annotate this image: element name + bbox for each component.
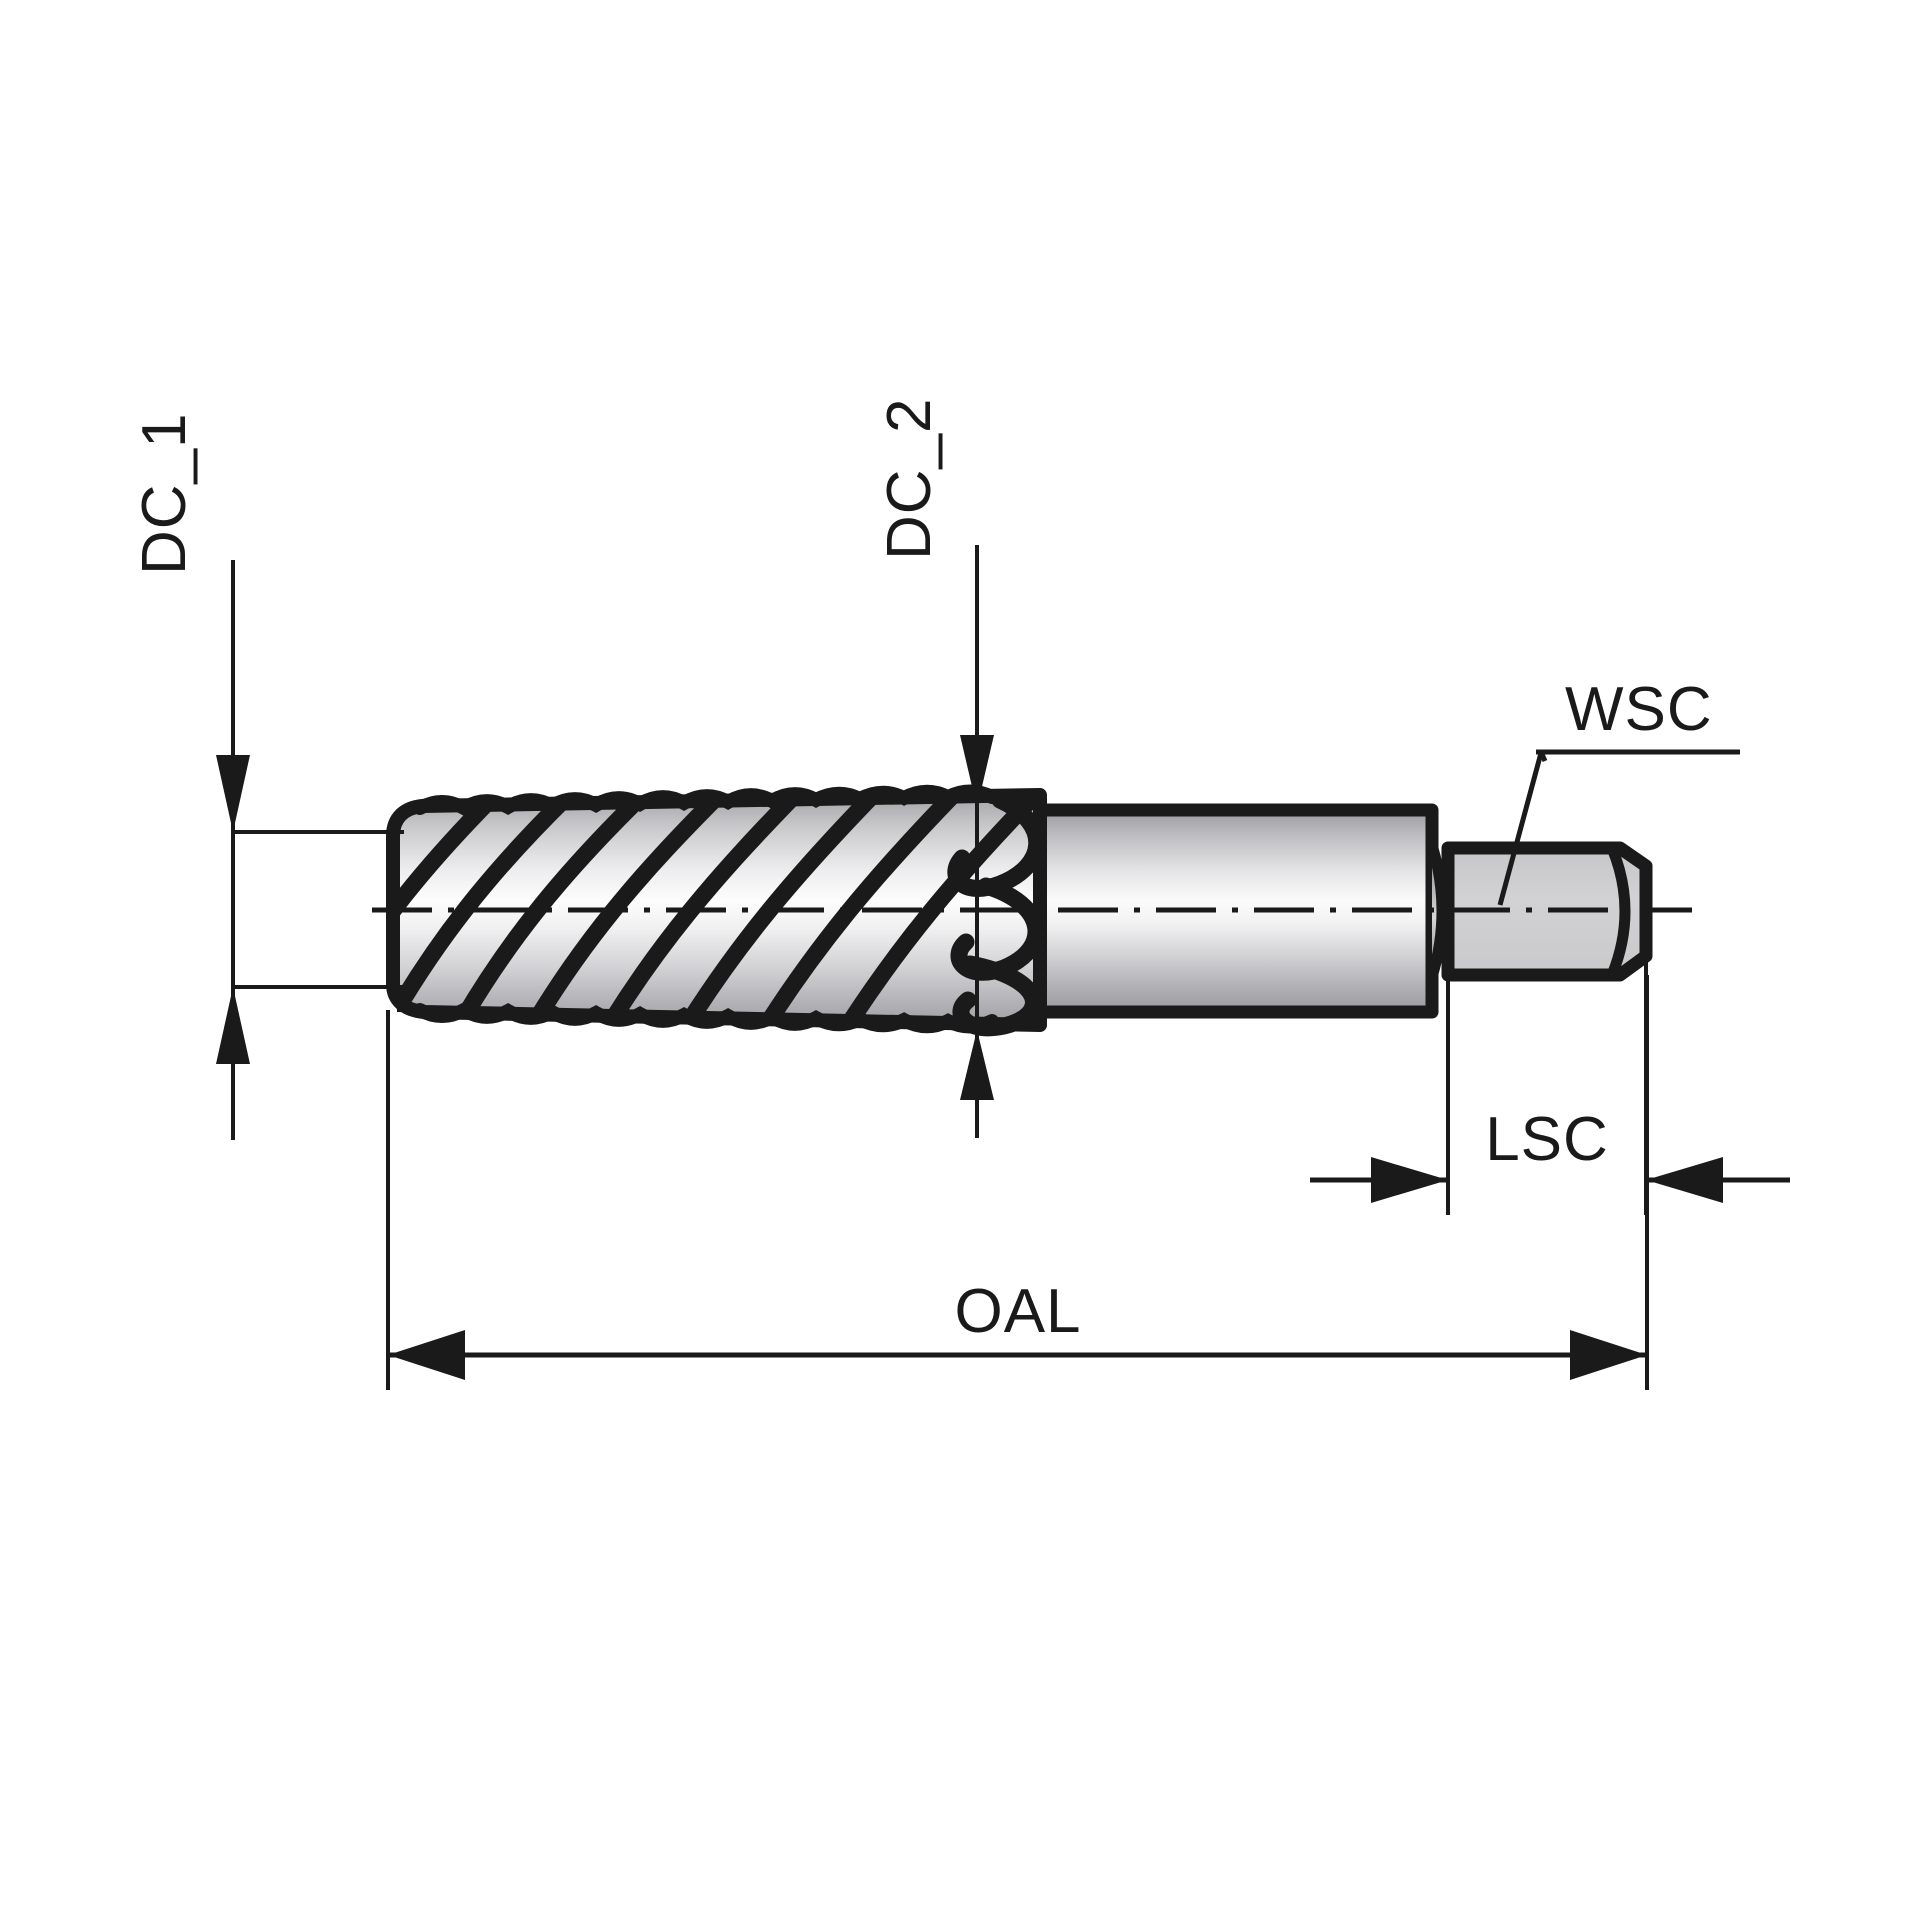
dc2-label: DC_2 <box>875 397 944 560</box>
wsc-label: WSC <box>1565 675 1713 744</box>
oal-arrow-right <box>1570 1330 1647 1380</box>
dimension-oal: OAL <box>386 975 1649 1390</box>
square-drive-chamfer-top <box>1616 843 1650 871</box>
lsc-arrow-right <box>1646 1157 1723 1203</box>
oal-arrow-left <box>388 1330 465 1380</box>
square-drive-chamfer-bottom <box>1616 951 1650 980</box>
dimension-dc1: DC_1 <box>130 412 404 1140</box>
flute-runout-loops <box>947 791 1046 1037</box>
dc1-label: DC_1 <box>130 412 199 575</box>
dc2-arrow-bottom <box>960 1030 994 1100</box>
lsc-label: LSC <box>1485 1105 1609 1174</box>
lsc-arrow-left <box>1371 1157 1448 1203</box>
dimension-wsc: WSC <box>1497 675 1740 906</box>
wsc-leader-slant <box>1497 752 1544 906</box>
dc1-arrow-top <box>216 755 250 832</box>
dc1-arrow-bottom <box>216 987 250 1064</box>
dimension-dc2: DC_2 <box>875 397 994 1138</box>
oal-label: OAL <box>954 1277 1081 1346</box>
dc2-arrow-top <box>960 735 994 808</box>
fluted-extractor-body <box>386 784 1047 1037</box>
flute-scallop-edges <box>413 784 999 1034</box>
